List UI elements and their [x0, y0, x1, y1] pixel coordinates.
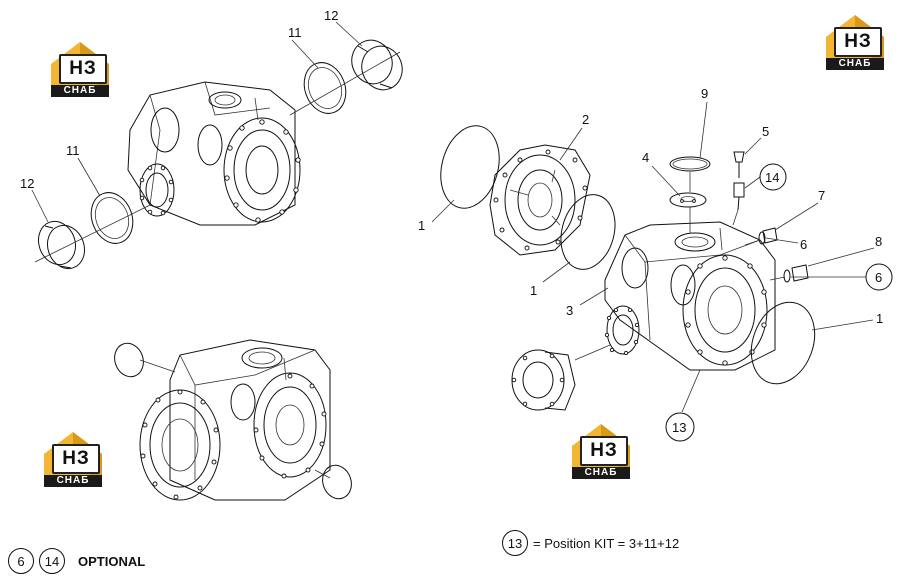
brand-logo-center: НЗ СНАБ: [570, 422, 632, 480]
kit-number-badge: 13: [502, 530, 528, 556]
callout-6-circled: 6: [875, 270, 882, 285]
optional-item-badge: 14: [39, 548, 65, 574]
logo-brand-text: НЗ: [580, 436, 628, 466]
optional-item-badge: 6: [8, 548, 34, 574]
housing-view-top-left: [34, 39, 403, 270]
callout-circle-13: [665, 412, 695, 442]
callout-13: 13: [672, 420, 686, 435]
logo-sub-text: СНАБ: [572, 467, 630, 479]
logo-brand-text: НЗ: [59, 54, 107, 84]
callout-9: 9: [701, 86, 708, 101]
callout-1-right: 1: [876, 311, 883, 326]
callout-8: 8: [875, 234, 882, 249]
callout-11-left: 11: [66, 143, 80, 158]
callout-1-left: 1: [418, 218, 425, 233]
callout-12-left: 12: [20, 176, 34, 191]
callout-5: 5: [762, 124, 769, 139]
kit-legend: 13 = Position KIT = 3+11+12: [502, 530, 679, 556]
callout-3: 3: [566, 303, 573, 318]
callout-4: 4: [642, 150, 649, 165]
housing-view-exploded-main: [440, 125, 816, 411]
callout-circle-14: [759, 163, 787, 191]
logo-brand-text: НЗ: [834, 27, 882, 57]
callout-11-top: 11: [288, 25, 302, 40]
kit-description: = Position KIT = 3+11+12: [533, 535, 680, 551]
optional-label: OPTIONAL: [78, 553, 146, 569]
callout-12-top: 12: [324, 8, 338, 23]
brand-logo-top-left: НЗ СНАБ: [49, 40, 111, 98]
callout-2: 2: [582, 112, 589, 127]
brand-logo-top-right: НЗ СНАБ: [824, 13, 886, 71]
logo-sub-text: СНАБ: [51, 85, 109, 97]
callout-1-middle: 1: [530, 283, 537, 298]
logo-sub-text: СНАБ: [44, 475, 102, 487]
housing-view-bottom-left: [114, 339, 352, 501]
callout-circle-6: [865, 263, 893, 291]
brand-logo-bottom-left: НЗ СНАБ: [42, 430, 104, 488]
callout-7: 7: [818, 188, 825, 203]
callout-6-plain: 6: [800, 237, 807, 252]
optional-legend: 6 14 OPTIONAL: [8, 548, 145, 574]
logo-sub-text: СНАБ: [826, 58, 884, 70]
logo-brand-text: НЗ: [52, 444, 100, 474]
callout-14: 14: [765, 170, 779, 185]
